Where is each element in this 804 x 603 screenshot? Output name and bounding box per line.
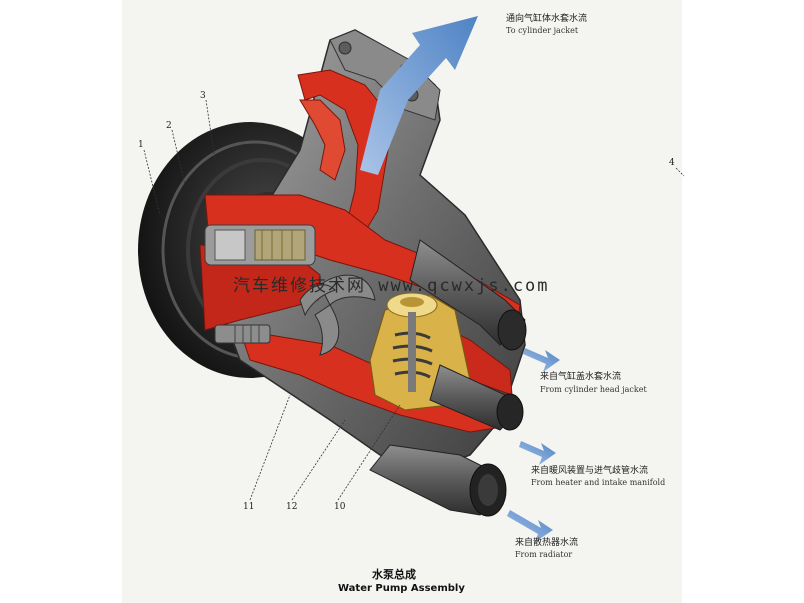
- label-from-head-en: From cylinder head jacket: [540, 385, 647, 394]
- callout-3: 3: [200, 91, 206, 101]
- watermark: 汽车维修技术网 www.qcwxjs.com: [233, 276, 550, 296]
- label-from-heater-en: From heater and intake manifold: [531, 478, 666, 487]
- callout-11: 11: [243, 502, 255, 512]
- caption-en: Water Pump Assembly: [338, 583, 465, 594]
- label-from-heater-cn: 来自暖风装置与进气歧管水流: [531, 466, 649, 476]
- label-to-jacket-cn: 通向气缸体水套水流: [506, 14, 588, 24]
- callout-10: 10: [334, 502, 346, 512]
- impeller: [299, 274, 376, 356]
- leader-lines: [143, 99, 685, 501]
- flow-arrow-from-heater: [519, 441, 556, 465]
- callout-2: 2: [166, 121, 172, 131]
- label-from-radiator-en: From radiator: [515, 550, 573, 559]
- label-from-radiator-cn: 来自散热器水流: [515, 538, 579, 548]
- flow-arrow-from-radiator: [507, 510, 553, 542]
- callout-1: 1: [138, 140, 144, 150]
- flow-arrows: [360, 16, 560, 542]
- caption-cn: 水泵总成: [372, 568, 416, 581]
- flow-arrow-to-jacket: [360, 16, 478, 175]
- label-from-head-cn: 来自气缸盖水套水流: [540, 372, 622, 382]
- outlet-pipes: [369, 239, 527, 517]
- bolt: [214, 324, 271, 344]
- callout-12: 12: [286, 502, 298, 512]
- flow-arrow-from-head: [523, 348, 560, 372]
- callout-4: 4: [669, 158, 675, 168]
- label-to-jacket-en: To cylinder jacket: [506, 26, 579, 35]
- pump-shaft: [204, 224, 316, 266]
